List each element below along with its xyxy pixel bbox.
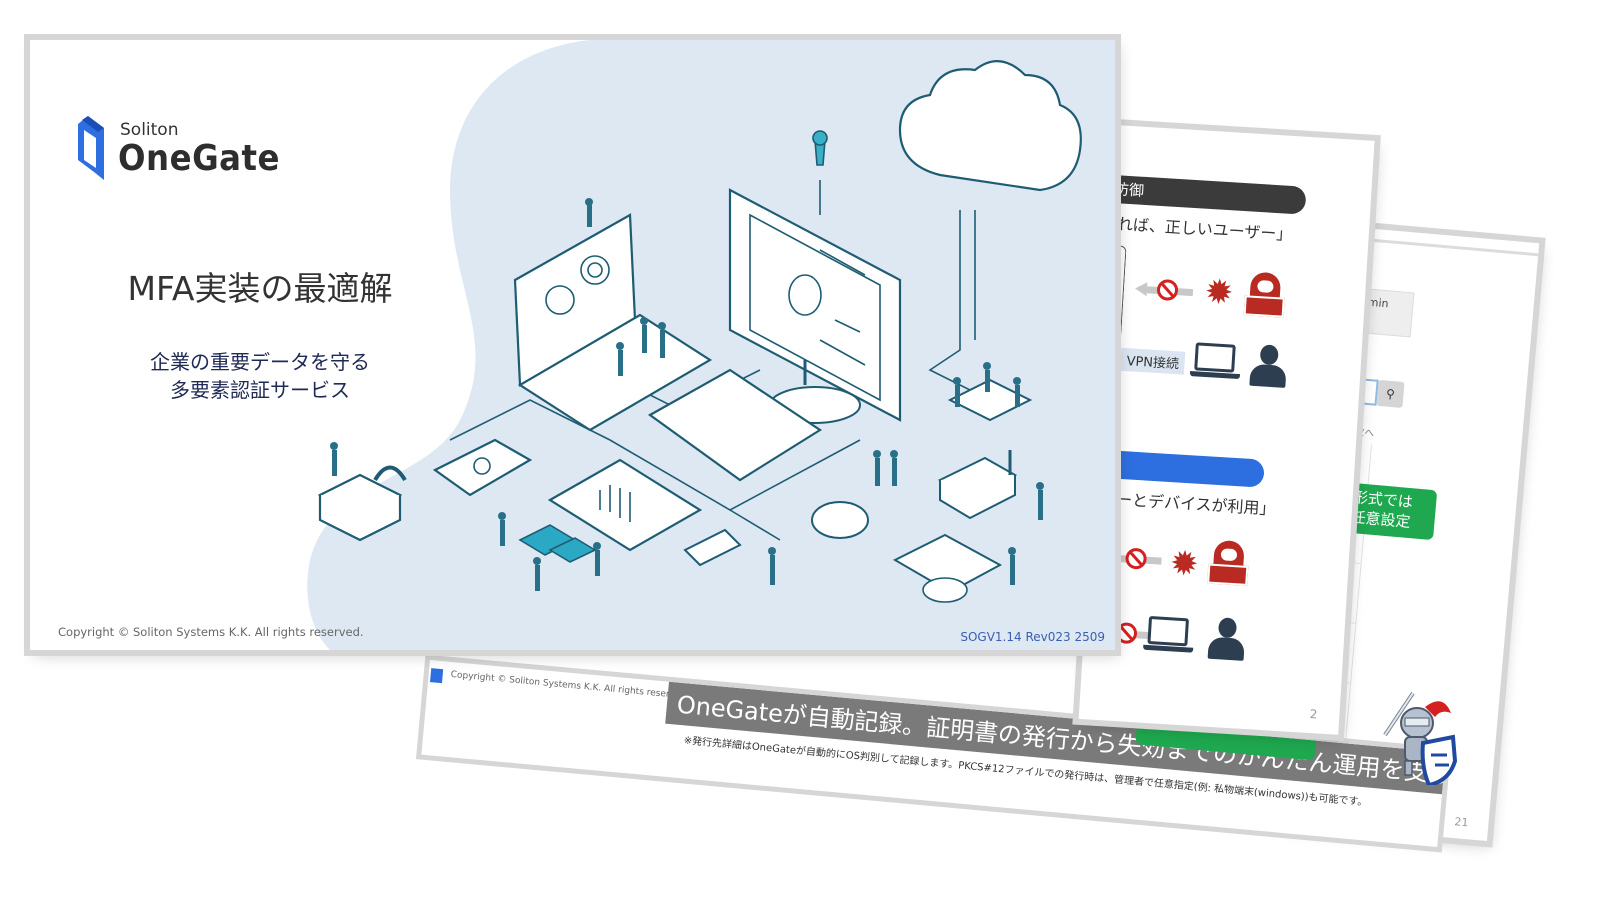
page-number: 2: [1309, 707, 1318, 722]
brand-square-icon: [429, 668, 444, 684]
slide-page-2: 防御 れば、正しいユーザー」 ✹ VPN接続 ト ザーとデバイスが利用」 ✹ 2: [1078, 125, 1375, 735]
no-entry-icon: [1115, 622, 1138, 645]
no-entry-icon: [1124, 547, 1148, 570]
slide-cover: Soliton OneGate MFA実装の最適解 企業の重要データを守る 多要…: [30, 40, 1115, 650]
version-label: SOGV1.14 Rev023 2509: [960, 630, 1105, 644]
search-button[interactable]: ⚲: [1376, 379, 1405, 408]
slide-title: MFA実装の最適解: [127, 269, 393, 308]
product-name: OneGate: [118, 138, 280, 179]
vpn-label: VPN接続: [1120, 347, 1186, 375]
page-number: 21: [1453, 815, 1469, 830]
knight-mascot-icon: [1383, 691, 1458, 785]
user-icon: [1207, 617, 1246, 661]
user-icon: [1249, 344, 1287, 388]
hacker-icon: [1243, 271, 1287, 318]
section1-text: れば、正しいユーザー」: [1116, 214, 1293, 245]
blocked-arrow: [1134, 278, 1196, 302]
company-name: Soliton: [120, 120, 179, 140]
laptop-icon: [1189, 342, 1242, 383]
subtitle-line-2: 多要素認証サービス: [170, 378, 350, 402]
isometric-devices-illustration: [317, 60, 1082, 603]
background-wave-shape: [307, 40, 1115, 650]
slide-subtitle: 企業の重要データを守る 多要素認証サービス: [30, 348, 490, 404]
no-entry-icon: [1156, 278, 1179, 302]
virus-icon: ✹: [1203, 271, 1235, 314]
section2-text: ザーとデバイスが利用」: [1099, 488, 1276, 519]
laptop-icon: [1143, 615, 1195, 657]
section1-header-text: 防御: [1113, 180, 1145, 200]
subtitle-line-1: 企業の重要データを守る: [150, 350, 370, 374]
strip-copyright: Copyright © Soliton Systems K.K. All rig…: [450, 669, 690, 702]
magnifier-icon: ⚲: [1385, 386, 1396, 402]
pager-next-link[interactable]: 次へ: [1353, 426, 1375, 440]
virus-icon: ✹: [1168, 543, 1200, 585]
copyright-text: Copyright © Soliton Systems K.K. All rig…: [58, 625, 364, 639]
section1-header: 防御: [1105, 174, 1307, 215]
hacker-icon: [1207, 539, 1250, 586]
onegate-logo-mark-icon: [78, 116, 104, 180]
